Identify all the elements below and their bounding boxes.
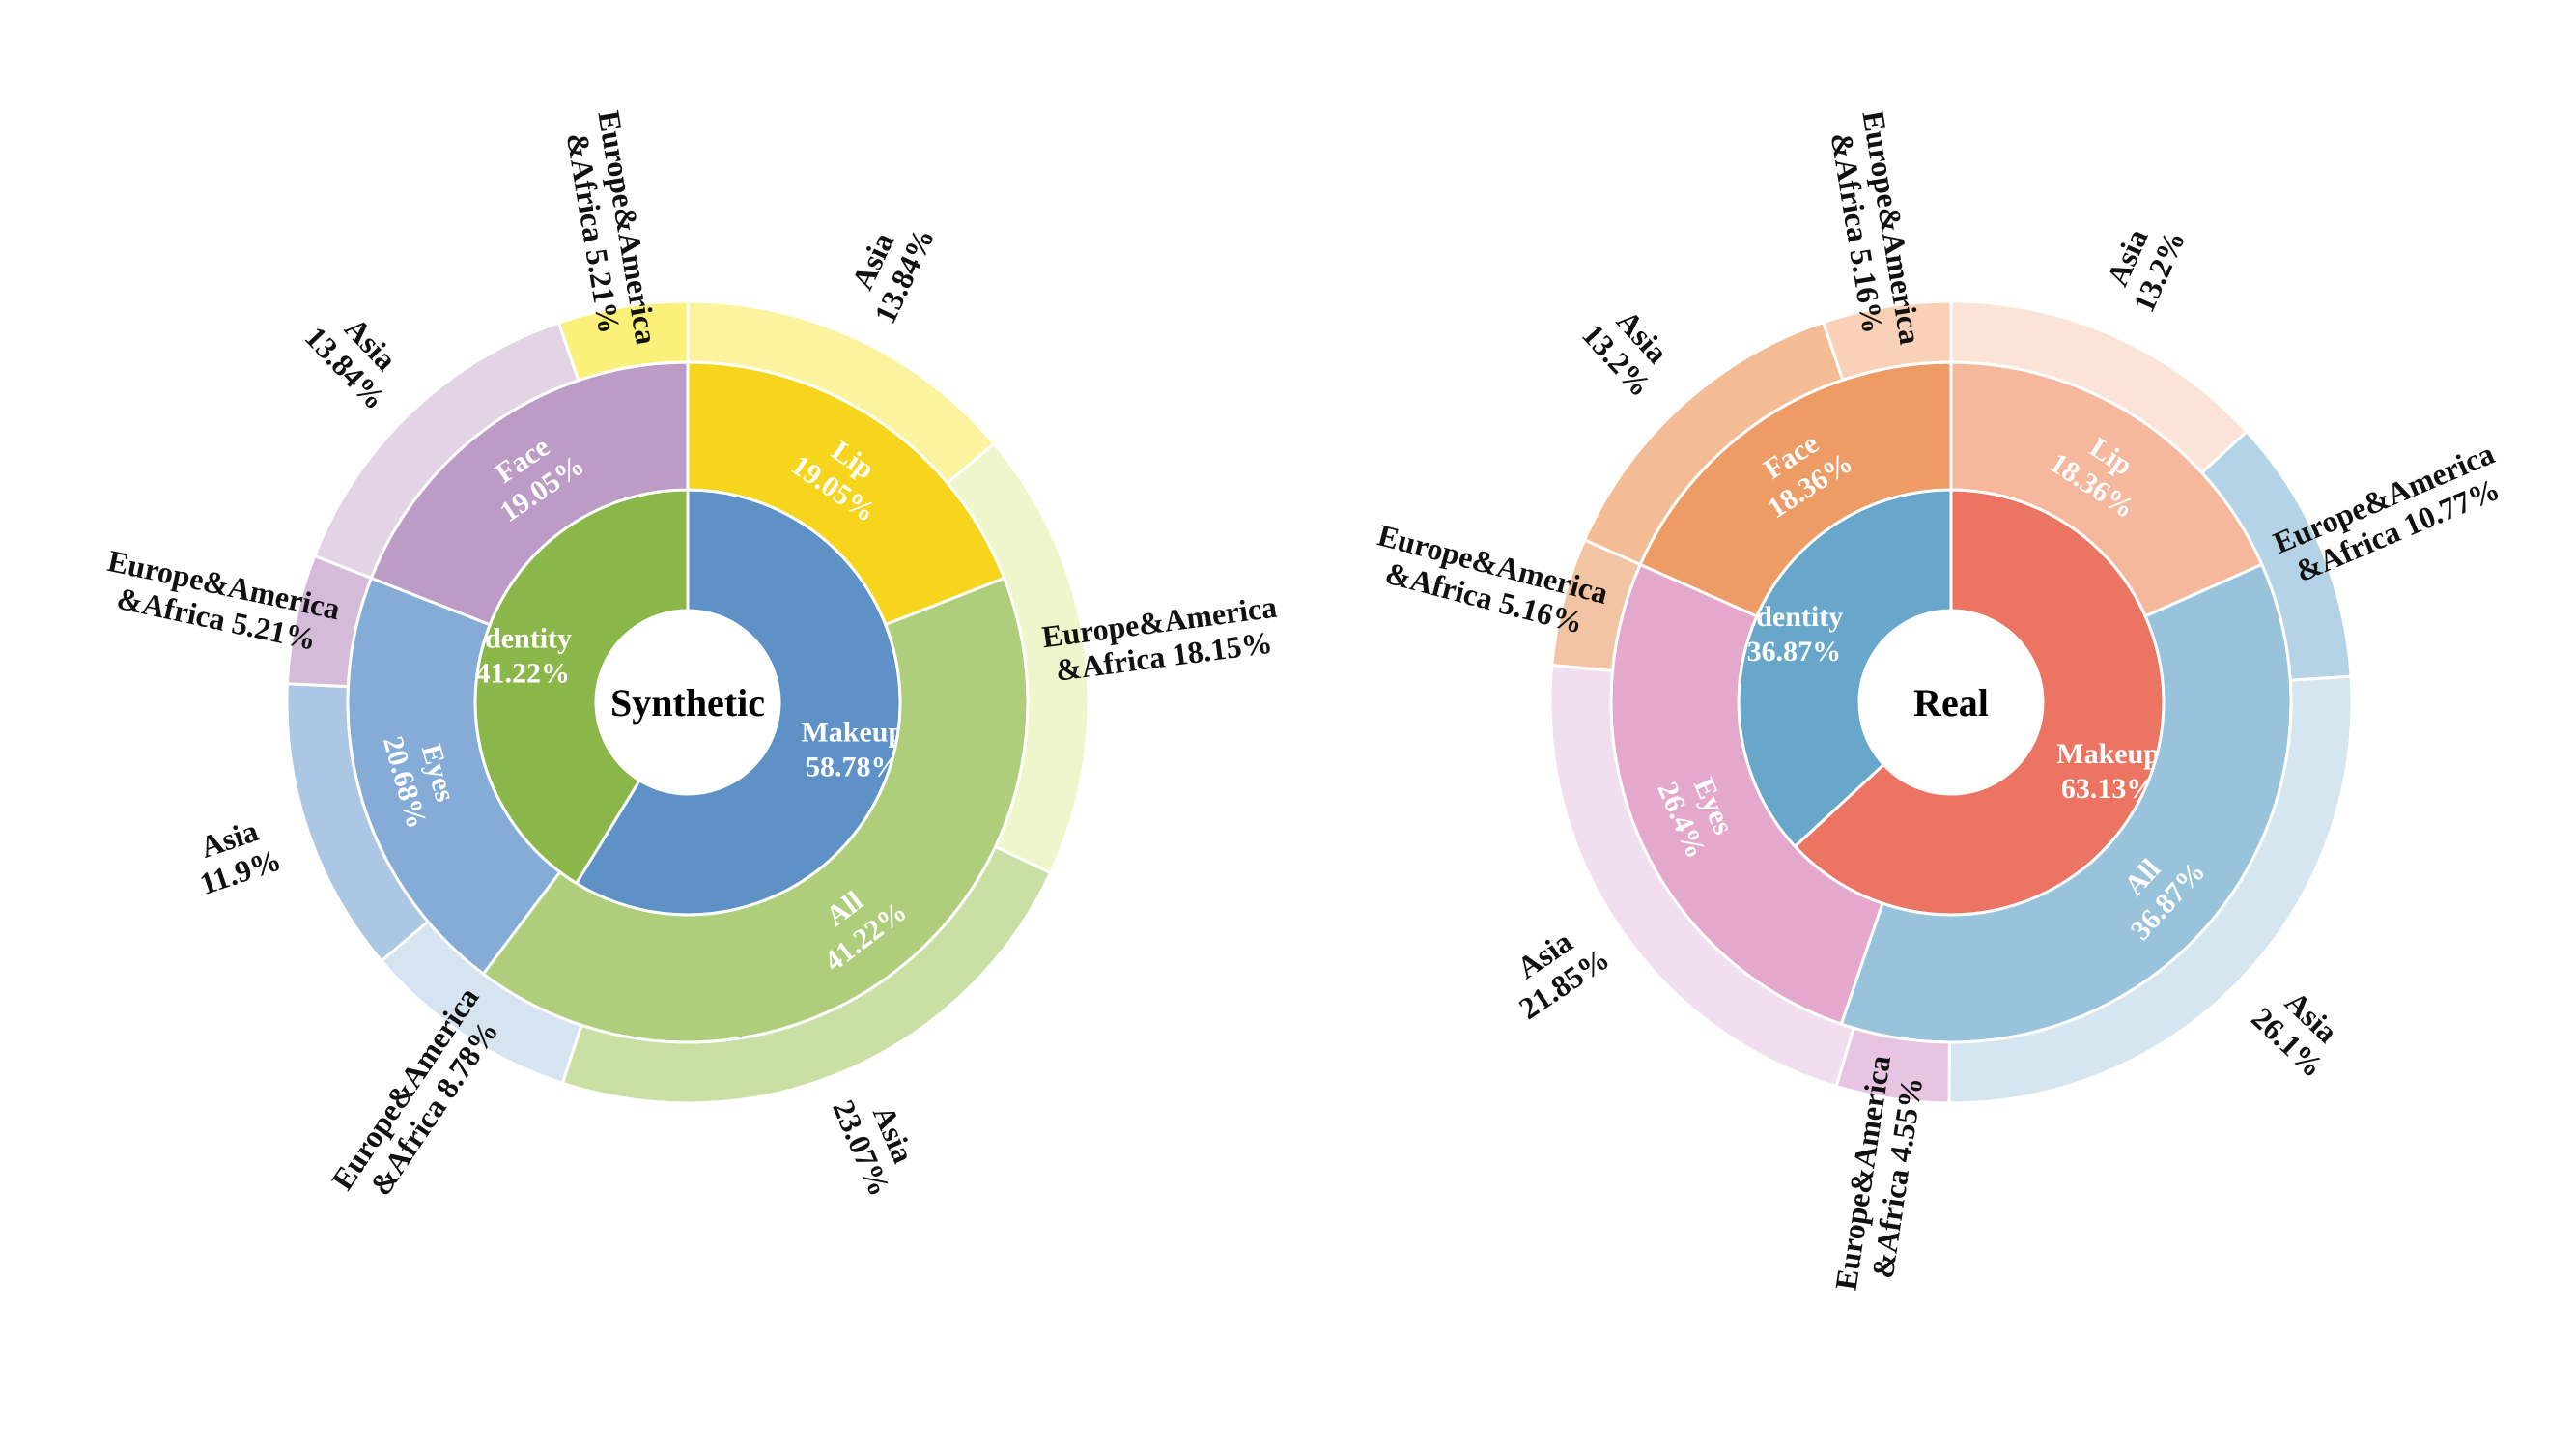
center-hole <box>1861 612 2041 792</box>
outer-ring-segment <box>1821 299 1953 383</box>
outer-segment-label: Asia13.84% <box>835 208 941 328</box>
center-label: Real <box>1913 681 1989 724</box>
outer-segment-label: Europe&America&Africa 5.16% <box>1822 108 1929 353</box>
outer-segment-label: Asia11.9% <box>184 809 286 901</box>
center-label: Synthetic <box>610 681 765 724</box>
outer-segment-label: Asia13.84% <box>298 296 418 416</box>
outer-segment-label: Asia26.1% <box>2245 975 2354 1084</box>
outer-ring-segment <box>556 299 690 383</box>
outer-segment-label: Asia13.2% <box>1575 294 1684 404</box>
outer-segment-label: Europe&America&Africa 5.21% <box>557 108 665 353</box>
outer-segment-label: Europe&America&Africa 5.21% <box>98 543 343 660</box>
outer-segment-label: Europe&America&Africa 5.16% <box>1366 517 1612 643</box>
outer-segment-label: Europe&America&Africa 10.77% <box>2268 436 2512 592</box>
center-hole <box>598 612 778 792</box>
outer-segment-label: Asia23.07% <box>826 1081 929 1201</box>
outer-segment-label: Asia13.2% <box>2094 212 2192 318</box>
outer-segment-label: Asia21.85% <box>1493 912 1615 1026</box>
